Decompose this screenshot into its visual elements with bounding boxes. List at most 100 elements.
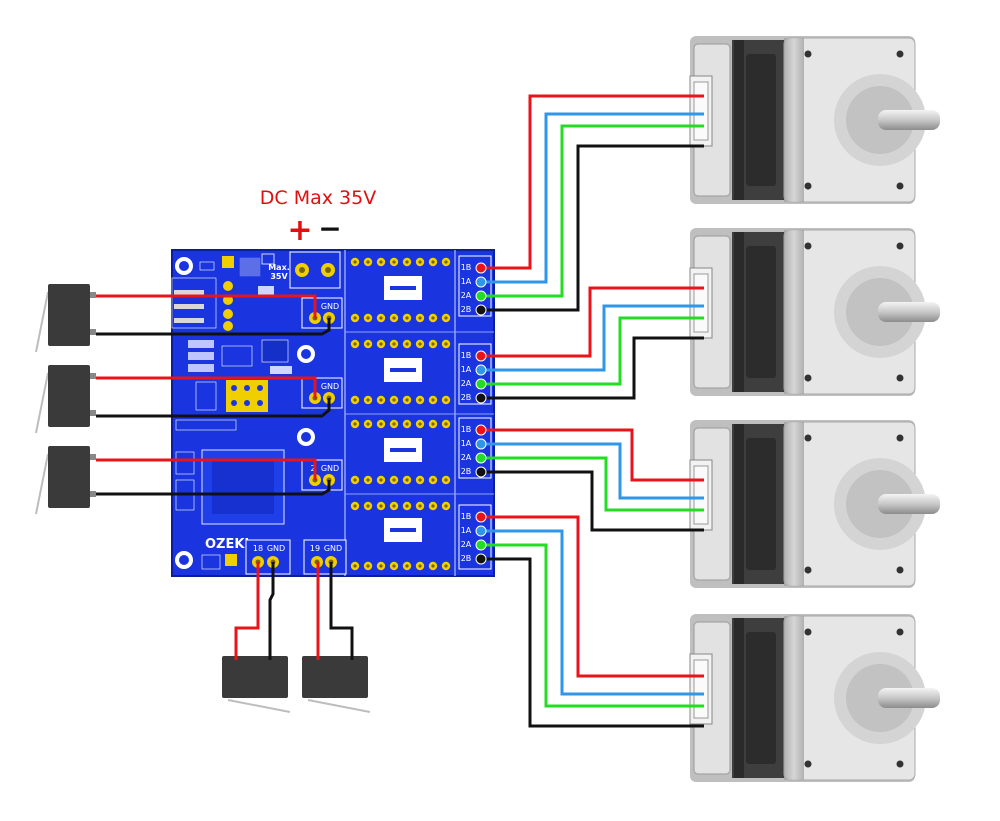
header-pin-hole	[418, 504, 422, 508]
motor-connector-3-pin-2a: 2A	[461, 453, 472, 462]
motor-connector-2[interactable]: 1B 1A 2A 2B	[458, 343, 492, 405]
header-pin-hole	[405, 564, 409, 568]
wire-motor-2-2b	[481, 336, 704, 400]
bottom-port-19-gnd-label: GND	[324, 544, 342, 553]
power-minus-sign: −	[318, 212, 341, 245]
wire-motor-4-2b	[481, 557, 704, 728]
sensor-port-3[interactable]: 2 GND	[301, 459, 343, 491]
sensor-port-2-gnd-label: GND	[321, 382, 339, 391]
sensor-port-1[interactable]: GND	[301, 297, 343, 329]
header-pin-hole	[366, 504, 370, 508]
header-pin-hole	[444, 478, 448, 482]
sensor-port-3-gnd-label: GND	[321, 464, 339, 473]
header-pin-hole	[444, 342, 448, 346]
wire-motor-1-2b	[481, 144, 704, 312]
header-pin-hole	[444, 316, 448, 320]
motor-connector-4-pin-2a: 2A	[461, 540, 472, 549]
motor-connector-2-pin-2b: 2B	[461, 393, 472, 402]
motor-connector-4-pin-1b: 1B	[461, 512, 472, 521]
header-pin-hole	[418, 564, 422, 568]
header-pin-hole	[366, 564, 370, 568]
wire-sensor-2-signal	[96, 376, 317, 398]
wire-motor-1-1b	[481, 94, 704, 270]
wire-motor-3-2a	[481, 456, 704, 512]
header-pin-hole	[353, 422, 357, 426]
stepper-motor-icon	[689, 227, 941, 397]
stepper-motor-icon	[689, 419, 941, 589]
bottom-port-18[interactable]: 18 GND	[245, 539, 291, 575]
power-title: DC Max 35V	[260, 187, 376, 209]
motor-connector-3[interactable]: 1B 1A 2A 2B	[458, 417, 492, 479]
header-pin-hole	[379, 342, 383, 346]
wire-motor-1-2a	[481, 124, 704, 298]
header-pin-hole	[431, 260, 435, 264]
mounting-hole-icon	[175, 257, 193, 275]
motor-connector-1-pin-2b: 2B	[461, 305, 472, 314]
header-pin-hole	[392, 342, 396, 346]
stepper-motor-icon	[689, 613, 941, 783]
motor-connector-1-pin-1b: 1B	[461, 263, 472, 272]
header-pin-hole	[405, 398, 409, 402]
header-pin-hole	[405, 422, 409, 426]
bottom-port-19-pin-label: 19	[310, 544, 320, 553]
limit-switch-icon	[221, 655, 291, 713]
header-pin-hole	[418, 398, 422, 402]
motor-connector-1-pin-2a: 2A	[461, 291, 472, 300]
bottom-port-19[interactable]: 19 GND	[303, 539, 347, 575]
header-pin-hole	[405, 504, 409, 508]
header-pin-hole	[444, 564, 448, 568]
header-pin-hole	[379, 564, 383, 568]
wire-motor-4-1b	[481, 515, 704, 678]
header-pin-hole	[431, 398, 435, 402]
power-plus-sign: +	[287, 213, 312, 248]
sensor-port-3-pin-label: 2	[310, 464, 315, 473]
header-pin-hole	[431, 504, 435, 508]
header-pin-hole	[392, 422, 396, 426]
motor-connector-3-pin-2b: 2B	[461, 467, 472, 476]
header-pin-hole	[405, 316, 409, 320]
bottom-port-18-gnd-label: GND	[267, 544, 285, 553]
wiring	[96, 94, 704, 728]
header-pin-hole	[379, 478, 383, 482]
motor-connector-3-pin-1a: 1A	[461, 439, 472, 448]
header-pin-hole	[353, 342, 357, 346]
bottom-port-18-pin-label: 18	[253, 544, 263, 553]
mounting-hole-icon	[297, 345, 315, 363]
mounting-hole-icon	[175, 551, 193, 569]
header-pin-hole	[444, 422, 448, 426]
wire-motor-4-2a	[481, 543, 704, 708]
wire-sensor-3-signal	[96, 458, 317, 480]
header-pin-hole	[405, 478, 409, 482]
header-pin-hole	[444, 504, 448, 508]
motor-connector-4-pin-1a: 1A	[461, 526, 472, 535]
motor-connector-1[interactable]: 1B 1A 2A 2B	[458, 255, 492, 317]
limit-switch-icon	[35, 283, 97, 353]
header-pin-hole	[392, 316, 396, 320]
motor-connector-2-pin-1b: 1B	[461, 351, 472, 360]
header-pin-hole	[353, 478, 357, 482]
header-pin-hole	[392, 478, 396, 482]
header-pin-hole	[444, 398, 448, 402]
motor-connector-2-pin-1a: 1A	[461, 365, 472, 374]
wire-motor-2-1b	[481, 286, 704, 358]
header-pin-hole	[366, 422, 370, 426]
header-pin-hole	[418, 422, 422, 426]
header-pin-hole	[431, 478, 435, 482]
wire-sensor-3-gnd	[96, 480, 331, 496]
wire-port-18-signal	[234, 562, 260, 660]
motor-connector-1-pin-1a: 1A	[461, 277, 472, 286]
wire-port-18-gnd	[268, 562, 275, 660]
header-pin-hole	[353, 260, 357, 264]
header-pin-hole	[366, 260, 370, 264]
wire-motor-1-1a	[481, 112, 704, 284]
header-pin-hole	[366, 478, 370, 482]
wire-motor-4-1a	[481, 529, 704, 696]
header-pin-hole	[405, 342, 409, 346]
sensor-port-1-gnd-label: GND	[321, 302, 339, 311]
sensor-port-2[interactable]: GND	[301, 377, 343, 409]
limit-switch-icon	[35, 445, 97, 515]
mounting-hole-icon	[297, 428, 315, 446]
power-terminal[interactable]	[289, 251, 341, 289]
board-max-label: Max.	[268, 263, 290, 272]
